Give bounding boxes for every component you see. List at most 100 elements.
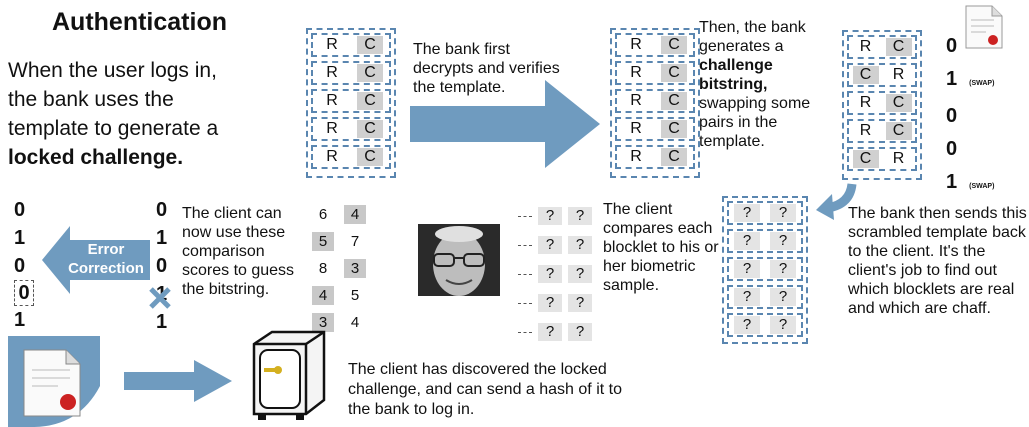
bit-value: 1 [946,171,958,193]
template-cell: R [859,122,872,139]
step4-text: The client compares each blocklet to his… [603,201,719,294]
document-icon [965,5,1003,49]
intro-line-bold: locked challenge. [8,146,184,169]
error-x-icon [149,287,171,309]
step6-text: The client has discovered the locked cha… [348,361,622,418]
error-correction-line: Error [87,241,125,258]
template-cell: R [326,120,338,137]
template-cell: C [357,36,383,54]
swap-label: (SWAP) [969,183,995,190]
template-cell: R [630,92,642,109]
score-value: 3 [312,313,334,332]
template-cell: C [357,120,383,138]
template-cell: R [630,36,642,53]
unknown-cell: ? [770,232,796,250]
dashed-arrow [518,331,532,333]
unknown-cell: ? [538,265,562,283]
challenge-bit: 0 [946,30,1026,63]
template-cell: R [326,148,338,165]
template-cell: C [661,36,687,54]
dashed-arrow [518,273,532,275]
unknown-cell: ? [568,236,592,254]
bit-value: 0 [946,105,958,127]
blocklet-compare-row: ?? [518,320,592,344]
template-cell: R [892,66,905,83]
unknown-row: ?? [727,229,803,253]
page-title: Authentication [52,8,227,36]
corrected-bit: 0 [14,199,26,221]
template-cell: C [661,64,687,82]
template-cell: R [326,36,338,53]
step5-text: The client can now use these comparison … [182,205,295,298]
error-correction-arrow-icon [42,226,150,294]
score-value: 4 [350,314,360,331]
blocklet-compare-row: ?? [518,233,592,257]
score-value: 4 [312,286,334,305]
unknown-cell: ? [770,204,796,222]
dashed-arrow [518,244,532,246]
score-value: 4 [344,205,366,224]
template-cell: R [630,64,642,81]
dashed-arrow [518,302,532,304]
challenge-bit: 1(SWAP) [946,63,1026,100]
unknown-row: ?? [727,257,803,281]
template-cell: R [630,120,642,137]
blocklet-comparison-list: ?????????? [518,204,592,349]
corrected-bit: 0 [14,280,34,306]
score-value: 6 [318,206,328,223]
unknown-cell: ? [538,207,562,225]
challenge-bit: 0 [946,133,1026,166]
biometric-face-photo [418,224,500,296]
score-value: 7 [350,233,360,250]
unknown-cell: ? [770,260,796,278]
unknown-cell: ? [568,323,592,341]
score-value: 5 [312,232,334,251]
template-cell: R [326,92,338,109]
step2-text: Then, the bank generates a challenge bit… [699,18,839,151]
error-correction-label: Error Correction [56,240,156,278]
intro-line: the bank uses the [8,88,174,111]
template-cell: R [892,150,905,167]
step2-part2: swapping some pairs in the template. [699,95,811,150]
unknown-cell: ? [770,288,796,306]
blocklet-compare-row: ?? [518,262,592,286]
template-cell: C [661,148,687,166]
step1-text: The bank first decrypts and verifies the… [413,41,560,96]
template-cell: C [885,38,912,56]
challenge-bit: 0 [946,100,1026,133]
template-cell: R [859,38,872,55]
locked-challenge-document-icon [8,336,100,427]
corrected-bit: 1 [14,227,26,249]
template-cell: C [885,94,912,112]
template-cell: C [852,66,879,84]
curved-arrow-icon [816,183,857,220]
guessed-bit: 0 [156,255,168,277]
guessed-bit: 1 [156,227,168,249]
unknown-row: ?? [727,201,803,225]
score-value: 8 [318,260,328,277]
guessed-bitstring: 01011 [156,196,167,336]
unknown-cell: ? [568,265,592,283]
unknown-cell: ? [734,204,760,222]
big-arrow-right-icon [410,80,600,168]
unknown-cell: ? [770,316,796,334]
safe-icon [252,330,326,420]
template-cell: C [885,122,912,140]
